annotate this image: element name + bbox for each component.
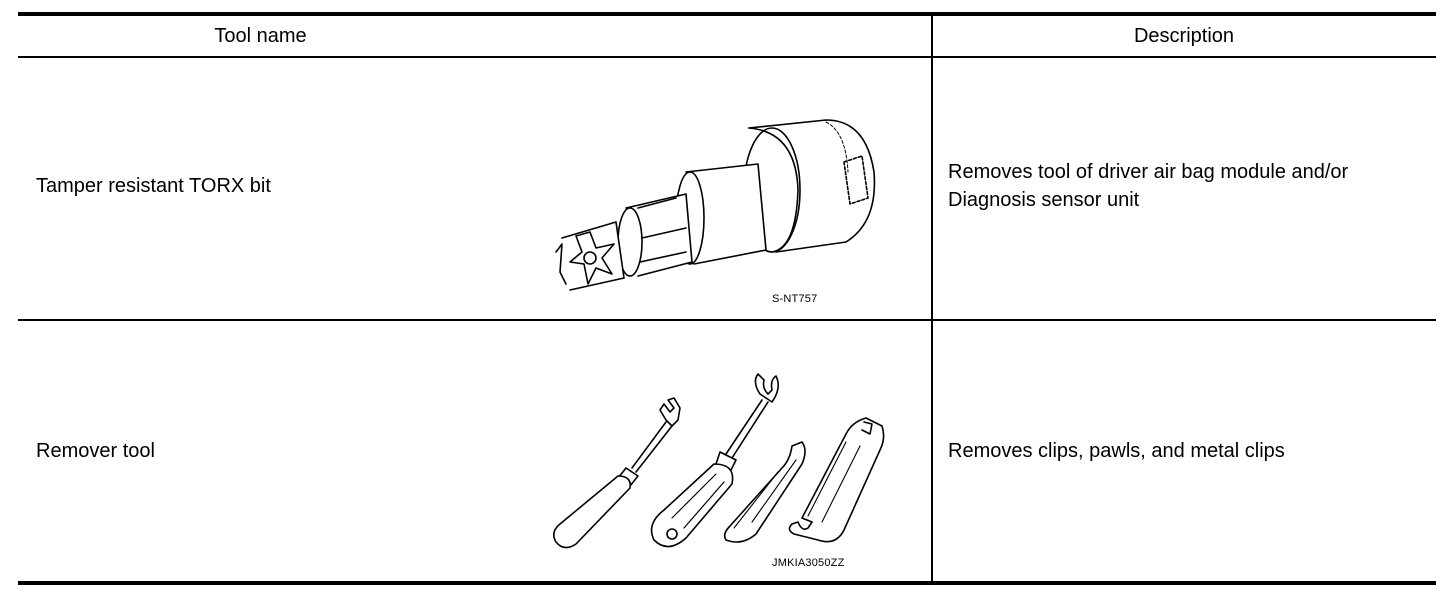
row-divider [18,319,1436,321]
column-divider [931,16,933,582]
header-description: Description [1133,25,1235,47]
remover-tool-set-illustration [552,373,885,549]
row-1-description: Removes tool of driver air bag module an… [948,161,1349,211]
table-bottom-rule [18,581,1436,585]
figure-code-torx: S-NT757 [772,293,818,305]
header-tool-name: Tool name [214,25,307,47]
row-1-tool-name: Tamper resistant TORX bit [36,175,271,197]
table-top-rule [18,12,1436,16]
header-bottom-rule [18,56,1436,58]
figure-code-remover: JMKIA3050ZZ [772,557,845,569]
row-2-description: Removes clips, pawls, and metal clips [948,440,1285,462]
torx-bit-illustration [555,119,876,291]
row-2-tool-name: Remover tool [36,440,155,462]
